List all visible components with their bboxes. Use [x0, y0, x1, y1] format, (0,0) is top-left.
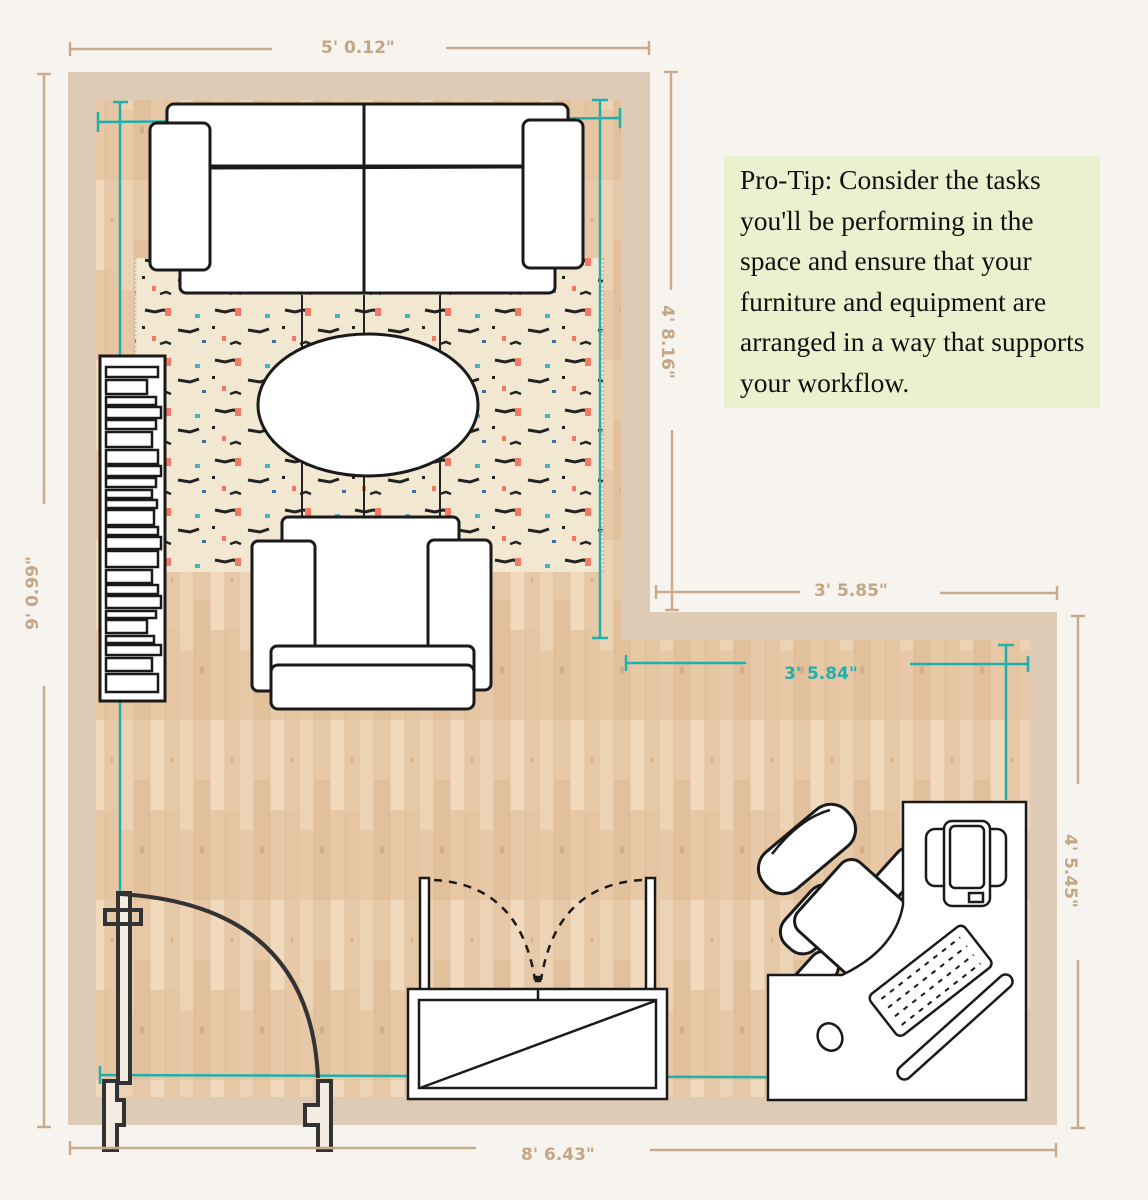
dimension-inner-step-width: 3' 5.84" [784, 664, 858, 684]
pro-tip-text: Pro-Tip: Consider the tasks you'll be pe… [740, 164, 1085, 398]
sofa [148, 102, 585, 295]
dimension-step-width: 3' 5.85" [814, 581, 888, 601]
coffee-table [256, 332, 480, 478]
outer-dimension-lines [37, 41, 1085, 1157]
dimension-right-height: 4' 5.45" [1059, 834, 1080, 908]
dimension-left-height: 9' 0.99" [22, 556, 43, 630]
bookshelf [98, 354, 167, 703]
dimension-bottom-width: 8' 6.43" [521, 1145, 595, 1165]
closet [406, 876, 669, 1101]
mouse [816, 1022, 844, 1052]
dimension-inner-vertical: 4' 8.16" [656, 305, 677, 379]
entry-door [102, 891, 333, 1152]
dimension-top-width: 5' 0.12" [321, 38, 395, 58]
keyboard [868, 924, 993, 1038]
desk [766, 800, 1028, 1102]
pro-tip-box: Pro-Tip: Consider the tasks you'll be pe… [724, 156, 1100, 408]
armchair [250, 515, 493, 711]
printer [924, 819, 1008, 908]
wrist-rest [896, 973, 1014, 1081]
